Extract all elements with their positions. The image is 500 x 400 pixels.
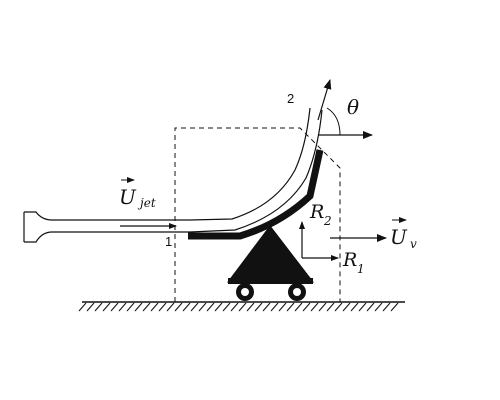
hatch-line: [326, 302, 335, 312]
hatch-line: [278, 302, 287, 312]
hatch-line: [110, 302, 119, 312]
reaction-vertical-label: R 2: [309, 201, 332, 228]
hatch-line: [206, 302, 215, 312]
hatch-line: [214, 302, 223, 312]
hatch-line: [166, 302, 175, 312]
svg-text:1: 1: [357, 262, 365, 276]
hatch-line: [238, 302, 247, 312]
hatch-line: [78, 302, 87, 312]
hatch-line: [342, 302, 351, 312]
jet-velocity-label: U jet: [119, 177, 156, 210]
hatch-line: [358, 302, 367, 312]
hatch-line: [334, 302, 343, 312]
reaction-horizontal-label: R 1: [342, 249, 365, 276]
ground: [78, 301, 405, 312]
hatch-line: [246, 302, 255, 312]
nozzle: [23, 211, 190, 243]
svg-text:jet: jet: [137, 196, 156, 210]
hatch-line: [262, 302, 271, 312]
hatch-line: [366, 302, 375, 312]
hatch-line: [286, 302, 295, 312]
hatch-line: [158, 302, 167, 312]
hatch-line: [254, 302, 263, 312]
control-volume-boundary: [174, 127, 341, 302]
hatch-line: [374, 302, 383, 312]
hatch-line: [126, 302, 135, 312]
hatch-line: [174, 302, 183, 312]
hatch-line: [134, 302, 143, 312]
hatch-line: [310, 302, 319, 312]
hatch-line: [318, 302, 327, 312]
cart-wheel-left: [236, 283, 254, 301]
hatch-line: [230, 302, 239, 312]
hatch-line: [350, 302, 359, 312]
hatch-line: [198, 302, 207, 312]
jet-stream-upper: [189, 107, 311, 221]
hatch-line: [190, 302, 199, 312]
hatch-line: [150, 302, 159, 312]
vane-velocity-label: U v: [390, 217, 417, 251]
jet-outlet-arrow: [317, 79, 332, 121]
inlet-station-label: 1: [165, 234, 172, 249]
hatch-line: [86, 302, 95, 312]
vane-blade: [188, 149, 324, 240]
svg-text:U: U: [390, 225, 408, 249]
hatch-line: [382, 302, 391, 312]
hatch-line: [118, 302, 127, 312]
hatch-line: [222, 302, 231, 312]
angle-arc: [326, 107, 341, 136]
cart-wheel-right: [288, 283, 306, 301]
hatch-line: [270, 302, 279, 312]
svg-text:2: 2: [323, 214, 332, 228]
hatch-line: [390, 302, 399, 312]
cart-base: [228, 278, 313, 284]
hatch-line: [302, 302, 311, 312]
outlet-station-label: 2: [287, 91, 294, 106]
ground-hatching: [78, 302, 399, 312]
svg-text:R: R: [309, 201, 324, 223]
hatch-line: [102, 302, 111, 312]
hatch-line: [94, 302, 103, 312]
svg-text:U: U: [119, 185, 137, 209]
hatch-line: [142, 302, 151, 312]
hatch-line: [294, 302, 303, 312]
svg-text:R: R: [342, 249, 357, 271]
angle-label: θ: [347, 95, 359, 119]
hatch-line: [182, 302, 191, 312]
svg-text:v: v: [410, 237, 417, 251]
